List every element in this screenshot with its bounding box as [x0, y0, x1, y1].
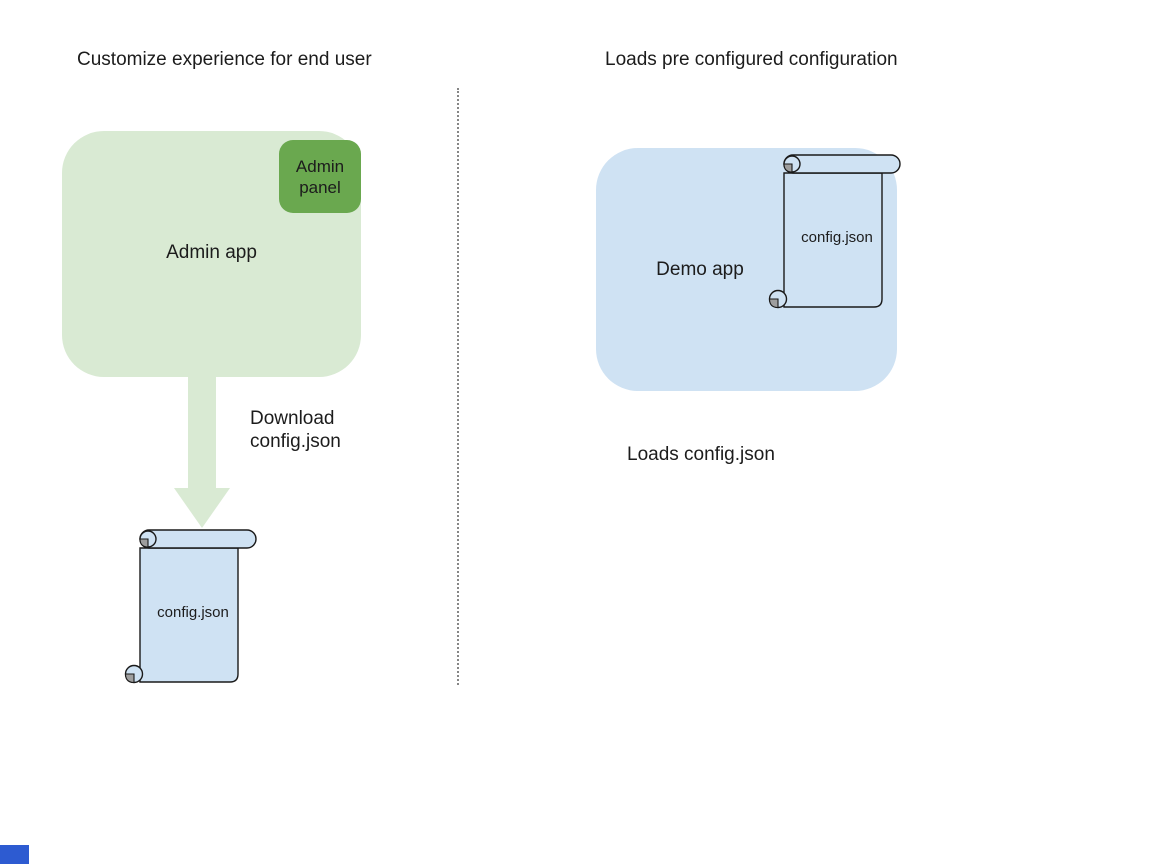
- left-section-title: Customize experience for end user: [77, 49, 372, 70]
- config-file-label-right: config.json: [801, 229, 873, 246]
- download-arrow-icon: [174, 377, 230, 529]
- right-section-title: Loads pre configured configuration: [605, 49, 898, 70]
- admin-panel-label: Admin panel: [295, 156, 345, 197]
- demo-app-label: Demo app: [656, 259, 744, 280]
- config-file-label-left: config.json: [157, 604, 229, 621]
- corner-artifact: [0, 845, 29, 864]
- config-file-scroll-left: config.json: [124, 529, 262, 687]
- loads-config-caption: Loads config.json: [627, 444, 775, 465]
- download-config-label: Download config.json: [250, 408, 341, 452]
- admin-panel-box: Admin panel: [279, 140, 361, 213]
- admin-app-label: Admin app: [166, 242, 257, 263]
- config-file-scroll-right: config.json: [768, 154, 906, 312]
- scroll-icon: [124, 529, 257, 684]
- admin-app-box: Admin app Admin panel: [62, 131, 361, 377]
- scroll-icon: [768, 154, 901, 309]
- section-divider: [457, 88, 459, 685]
